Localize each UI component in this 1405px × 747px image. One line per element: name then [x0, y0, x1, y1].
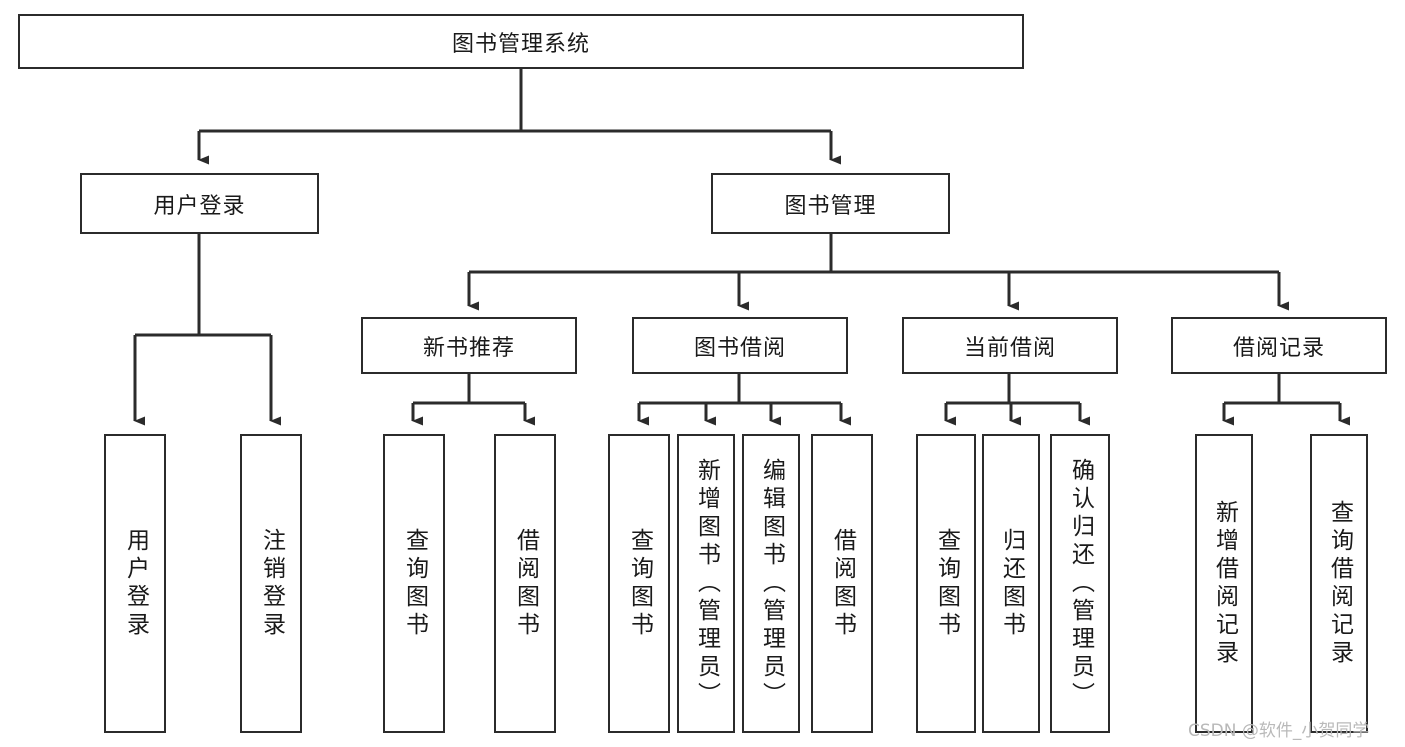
node-current-borrow-label: 当前借阅 — [963, 335, 1056, 361]
node-book-borrow[interactable]: 图书借阅 — [632, 317, 848, 374]
leaf-current-borrow-confirm-label: 确认归还（管理员） — [1067, 457, 1094, 710]
leaf-book-borrow-add-label: 新增图书（管理员） — [693, 457, 720, 710]
leaf-book-borrow-edit-label: 编辑图书（管理员） — [758, 457, 785, 710]
leaf-borrow-record-add[interactable]: 新增借阅记录 — [1195, 434, 1253, 733]
leaf-user-login-login[interactable]: 用户登录 — [104, 434, 166, 733]
edge-group-book-borrow — [637, 374, 851, 426]
leaf-book-borrow-add[interactable]: 新增图书（管理员） — [677, 434, 735, 733]
leaf-book-borrow-borrow[interactable]: 借阅图书 — [811, 434, 873, 733]
node-book-management[interactable]: 图书管理 — [711, 173, 950, 234]
leaf-book-borrow-query-label: 查询图书 — [626, 527, 653, 640]
leaf-book-borrow-borrow-label: 借阅图书 — [829, 527, 856, 640]
leaf-book-borrow-query[interactable]: 查询图书 — [608, 434, 670, 733]
node-root-system[interactable]: 图书管理系统 — [18, 14, 1024, 69]
leaf-new-book-query-label: 查询图书 — [401, 527, 428, 640]
leaf-current-borrow-return-label: 归还图书 — [998, 527, 1025, 640]
leaf-current-borrow-query-label: 查询图书 — [933, 527, 960, 640]
leaf-new-book-borrow-label: 借阅图书 — [512, 527, 539, 640]
node-new-book-recommend-label: 新书推荐 — [422, 335, 515, 361]
node-user-login[interactable]: 用户登录 — [80, 173, 319, 234]
edge-group-book-management — [467, 234, 1289, 311]
node-borrow-record[interactable]: 借阅记录 — [1171, 317, 1387, 374]
edge-group-user-login — [133, 234, 281, 426]
leaf-current-borrow-return[interactable]: 归还图书 — [982, 434, 1040, 733]
leaf-borrow-record-query[interactable]: 查询借阅记录 — [1310, 434, 1368, 733]
leaf-user-login-logout-label: 注销登录 — [258, 527, 285, 640]
edge-group-root — [197, 69, 841, 165]
leaf-book-borrow-edit[interactable]: 编辑图书（管理员） — [742, 434, 800, 733]
node-book-management-label: 图书管理 — [784, 193, 877, 219]
node-current-borrow[interactable]: 当前借阅 — [902, 317, 1118, 374]
leaf-new-book-borrow[interactable]: 借阅图书 — [494, 434, 556, 733]
leaf-user-login-logout[interactable]: 注销登录 — [240, 434, 302, 733]
edge-group-new-book — [411, 374, 535, 426]
leaf-borrow-record-query-label: 查询借阅记录 — [1326, 499, 1353, 668]
leaf-current-borrow-query[interactable]: 查询图书 — [916, 434, 976, 733]
leaf-current-borrow-confirm[interactable]: 确认归还（管理员） — [1050, 434, 1110, 733]
edge-group-borrow-record — [1222, 374, 1350, 426]
node-new-book-recommend[interactable]: 新书推荐 — [361, 317, 577, 374]
leaf-new-book-query[interactable]: 查询图书 — [383, 434, 445, 733]
node-root-system-label: 图书管理系统 — [451, 31, 590, 57]
leaf-borrow-record-add-label: 新增借阅记录 — [1211, 499, 1238, 668]
leaf-user-login-login-label: 用户登录 — [122, 527, 149, 640]
edge-group-current-borrow — [944, 374, 1090, 426]
node-user-login-label: 用户登录 — [153, 193, 246, 219]
node-borrow-record-label: 借阅记录 — [1232, 335, 1325, 361]
node-book-borrow-label: 图书借阅 — [693, 335, 786, 361]
